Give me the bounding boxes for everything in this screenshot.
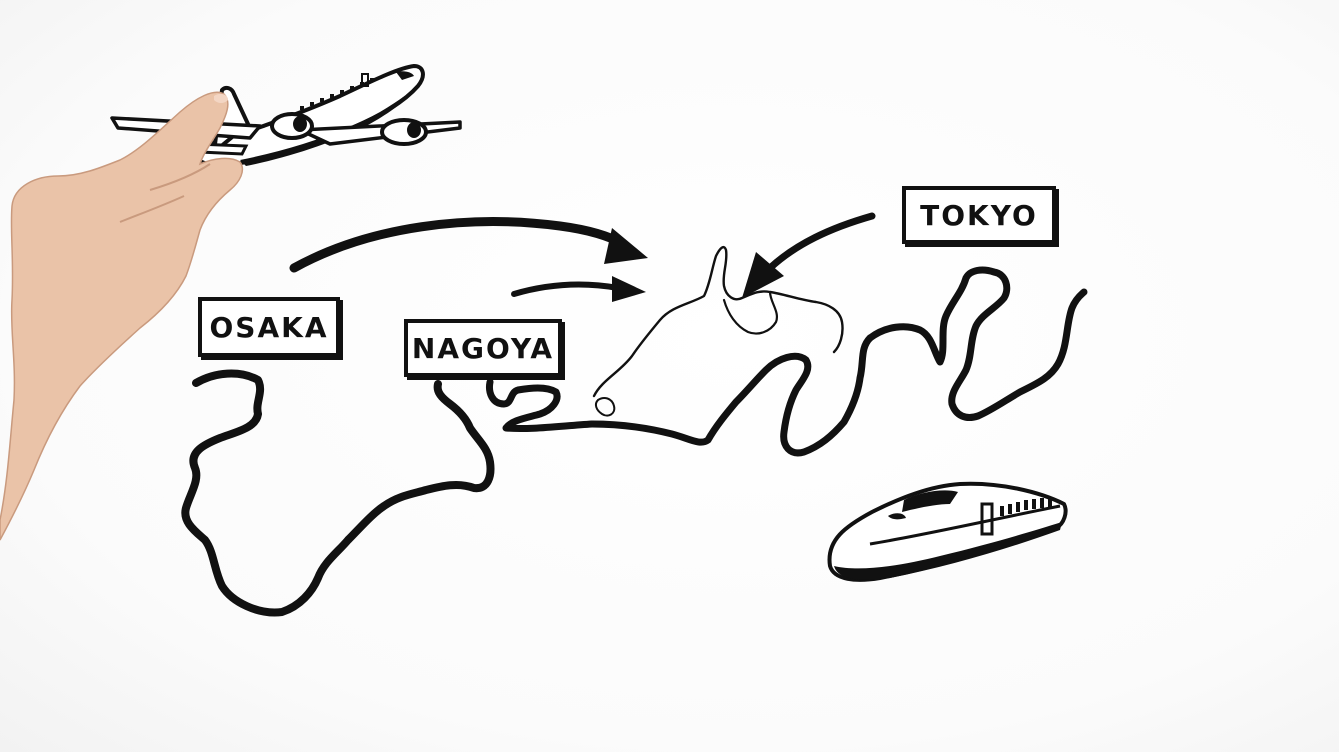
- coastline-kansai: [181, 369, 495, 617]
- prefecture-border-shizuoka: [592, 245, 844, 398]
- coastline-ise-bay: [486, 378, 596, 433]
- city-label-tokyo: TOKYO: [902, 186, 1056, 244]
- arrowhead-nagoya: [612, 276, 646, 302]
- arrowhead-osaka: [604, 228, 648, 264]
- hand-illustration: [0, 91, 244, 541]
- arrow-nagoya-to-shizuoka: [511, 281, 621, 297]
- coastline-kanto: [866, 266, 1088, 421]
- prefecture-border-yamanashi: [722, 290, 778, 335]
- bullet-train-icon: [827, 481, 1068, 582]
- coastline-shizuoka: [588, 334, 874, 457]
- arrow-osaka-to-shizuoka: [289, 217, 629, 273]
- city-label-nagoya: NAGOYA: [404, 319, 562, 377]
- arrow-tokyo-to-shizuoka: [766, 212, 876, 272]
- arrowhead-tokyo: [742, 252, 784, 298]
- lake-hamana: [594, 397, 616, 417]
- city-label-osaka: OSAKA: [198, 297, 340, 357]
